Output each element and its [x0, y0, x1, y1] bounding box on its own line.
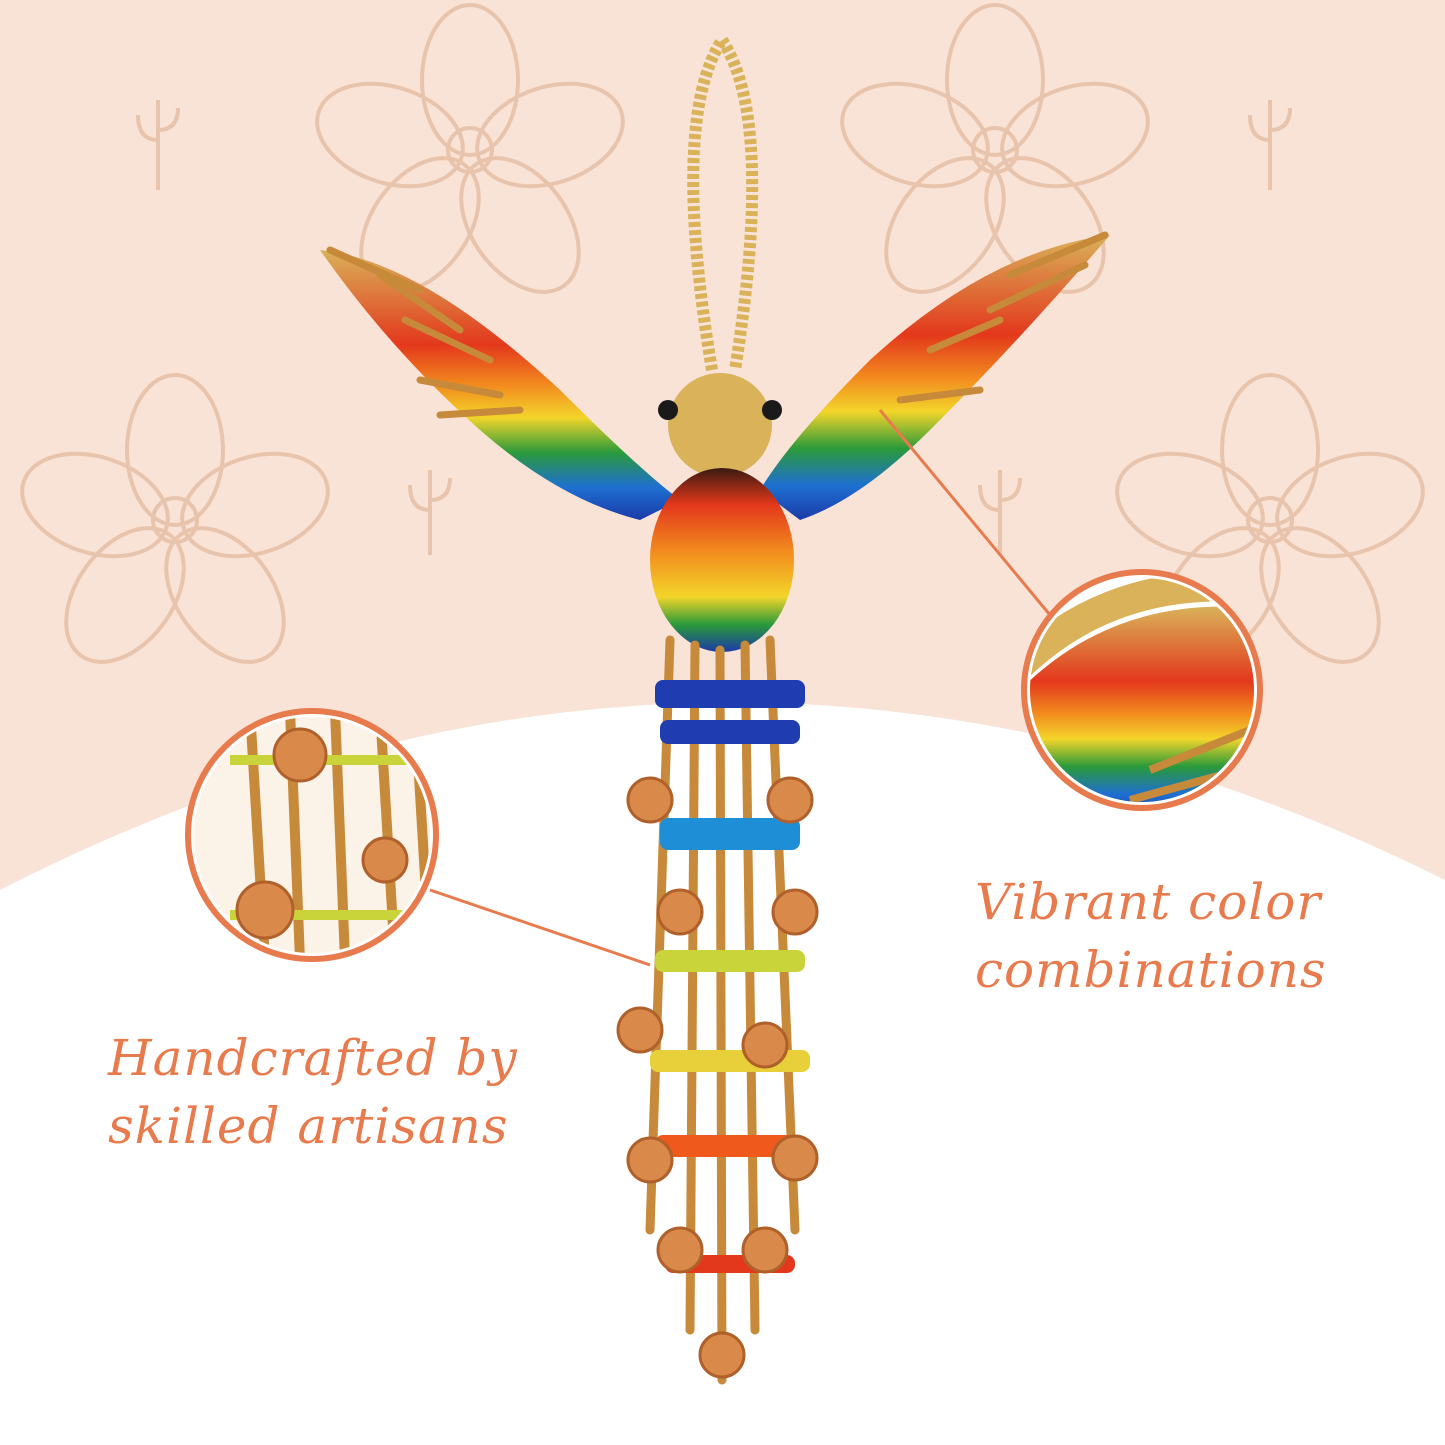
callout-left-line2: skilled artisans [108, 1097, 509, 1155]
feather-beads [326, 231, 1109, 419]
callout-right-line1: Vibrant color [975, 873, 1322, 931]
callout-left-line1: Handcrafted by [108, 1029, 518, 1087]
bird-head [668, 373, 772, 477]
crystal-beads [616, 776, 819, 1379]
flower-pattern [20, 3, 1425, 664]
callout-line-right [878, 409, 1052, 616]
callout-vibrant-colors: Vibrant color combinations [975, 868, 1327, 1004]
hanging-loop [687, 29, 759, 371]
zoom-circle-tail [185, 708, 439, 962]
right-wing [760, 235, 1110, 520]
zoom-circle-wing [1021, 569, 1263, 811]
callout-line-left [429, 888, 651, 967]
callout-right-line2: combinations [975, 941, 1327, 999]
bird-body [650, 468, 794, 652]
left-wing [320, 250, 680, 520]
callout-handcrafted: Handcrafted by skilled artisans [108, 1024, 518, 1160]
